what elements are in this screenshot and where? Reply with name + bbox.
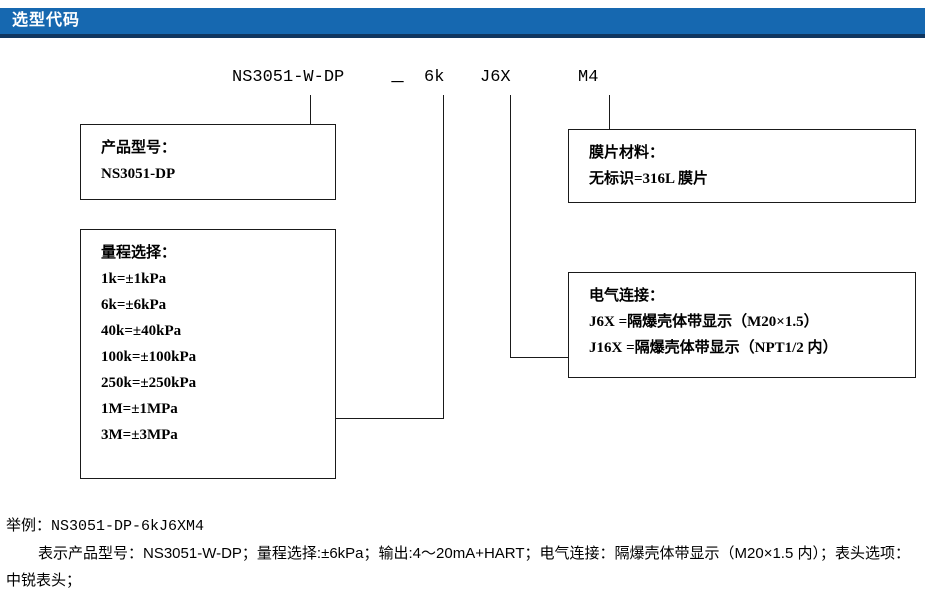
box-product-model: 产品型号： NS3051-DP <box>80 124 336 200</box>
code-token-separator: － <box>389 75 406 94</box>
code-token-product-model: NS3051-W-DP <box>232 68 345 87</box>
example-description: 表示产品型号：NS3051-W-DP；量程选择:±6kPa；输出:4～20mA+… <box>6 545 910 589</box>
box-diaphragm-material: 膜片材料： 无标识=316L 膜片 <box>568 129 916 203</box>
example-label: 举例： <box>6 517 52 534</box>
box-range-selection-line-2: 40k=±40kPa <box>101 323 182 339</box>
example-heading: 举例：NS3051-DP-6kJ6XM4 <box>6 512 922 540</box>
box-product-model-line-0: NS3051-DP <box>101 166 176 182</box>
example-section: 举例：NS3051-DP-6kJ6XM4 表示产品型号：NS3051-W-DP；… <box>6 512 922 594</box>
box-diaphragm-material-line-0: 无标识=316L 膜片 <box>589 171 708 187</box>
box-range-selection-line-6: 3M=±3MPa <box>101 427 178 443</box>
connector-electrical-horizontal <box>510 357 570 358</box>
box-range-selection-line-3: 100k=±100kPa <box>101 349 197 365</box>
code-token-range: 6k <box>424 68 445 87</box>
connector-range-horizontal <box>335 418 444 419</box>
box-range-selection-title: 量程选择： <box>101 244 177 261</box>
connector-product-model-vertical <box>310 95 311 125</box>
box-electrical-connection: 电气连接： J6X =隔爆壳体带显示（M20×1.5） J16X =隔爆壳体带显… <box>568 272 916 378</box>
box-range-selection-line-1: 6k=±6kPa <box>101 297 167 313</box>
code-token-diaphragm: M4 <box>578 68 599 87</box>
connector-range-vertical <box>443 95 444 419</box>
page-title: 选型代码 <box>12 12 81 29</box>
box-electrical-connection-line-1: J16X =隔爆壳体带显示（NPT1/2 内） <box>589 340 838 356</box>
box-product-model-title: 产品型号： <box>101 139 177 156</box>
box-range-selection: 量程选择： 1k=±1kPa 6k=±6kPa 40k=±40kPa 100k=… <box>80 229 336 479</box>
code-token-electrical: J6X <box>480 68 511 87</box>
box-range-selection-line-5: 1M=±1MPa <box>101 401 178 417</box>
box-electrical-connection-line-0: J6X =隔爆壳体带显示（M20×1.5） <box>589 314 819 330</box>
section-header-bar: 选型代码 <box>0 8 925 38</box>
box-diaphragm-material-title: 膜片材料： <box>589 144 665 161</box>
box-range-selection-line-0: 1k=±1kPa <box>101 271 167 287</box>
connector-electrical-vertical <box>510 95 511 357</box>
box-electrical-connection-title: 电气连接： <box>589 287 665 304</box>
connector-diaphragm-vertical <box>609 95 610 130</box>
box-range-selection-line-4: 250k=±250kPa <box>101 375 197 391</box>
example-code: NS3051-DP-6kJ6XM4 <box>51 518 205 535</box>
